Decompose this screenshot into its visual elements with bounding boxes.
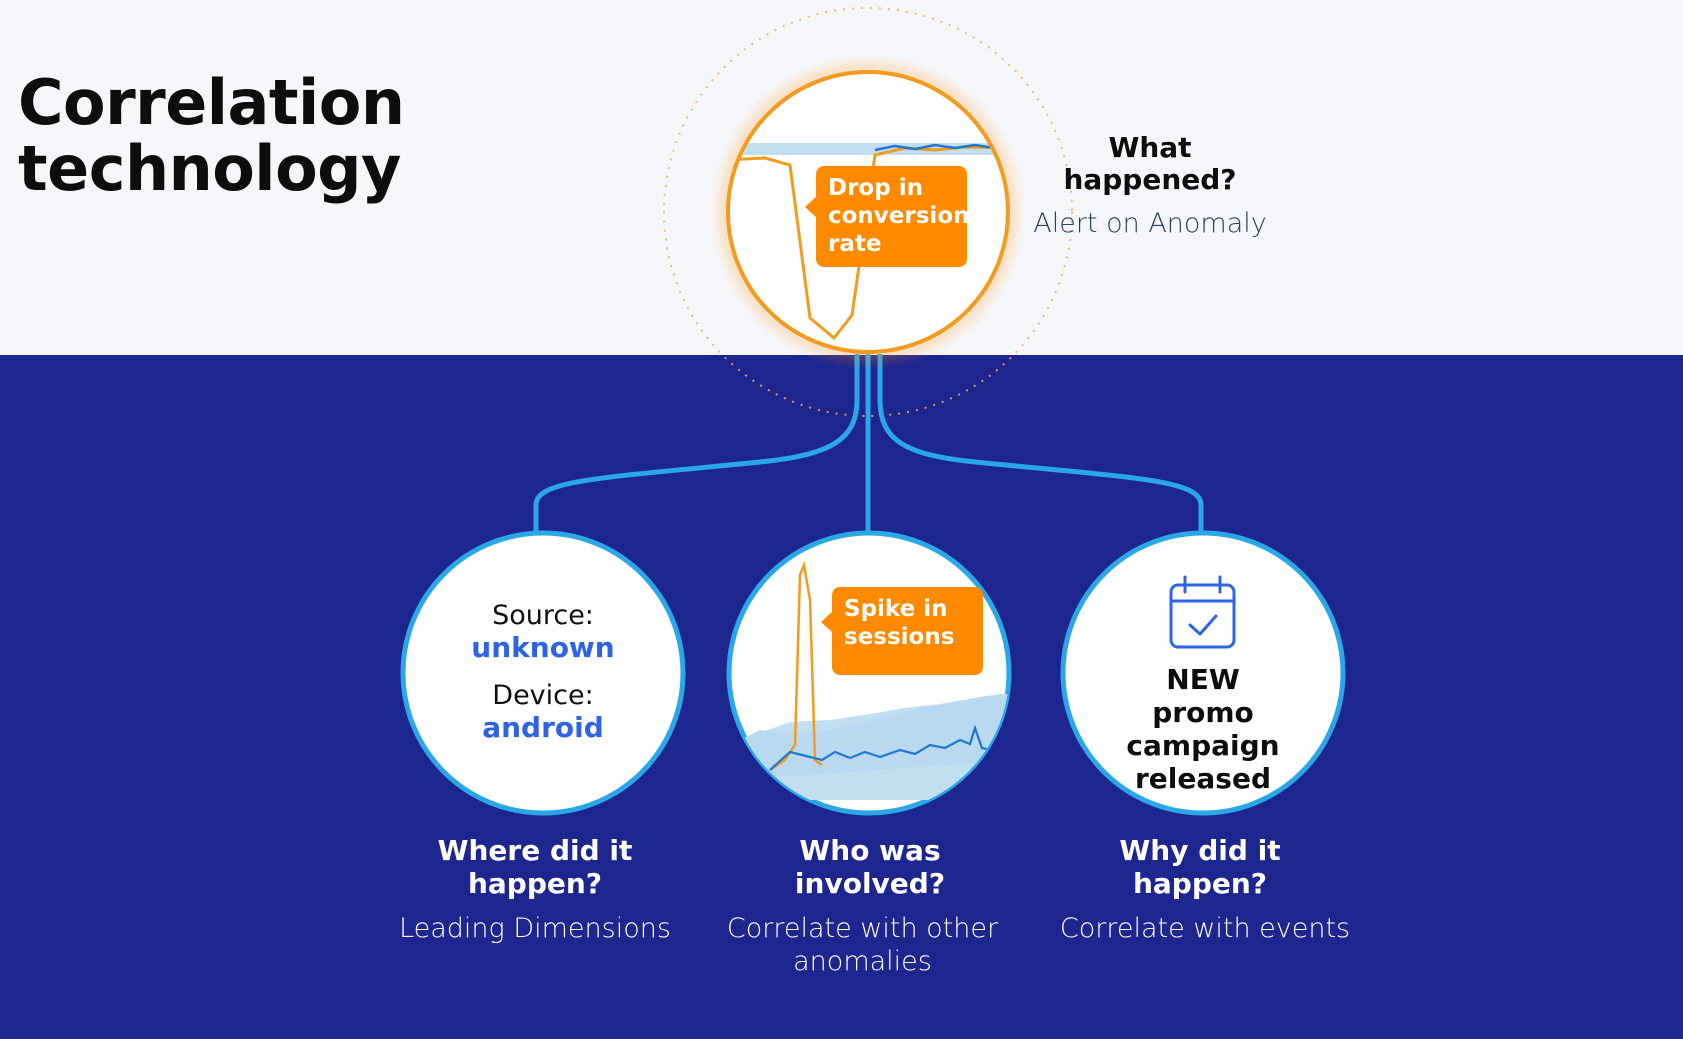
events-circle xyxy=(1060,530,1346,816)
where-subtitle: Leading Dimensions xyxy=(399,913,671,944)
dimensions-list: Source: unknown Device: android xyxy=(403,600,683,744)
drop-callout: Drop in conversion rate xyxy=(805,166,970,267)
where-question: Where did it happen? xyxy=(437,834,633,900)
why-question: Why did it happen? xyxy=(1119,834,1281,900)
what-happened-subtitle: Alert on Anomaly xyxy=(1033,208,1267,239)
who-question: Who was involved? xyxy=(794,834,946,900)
drop-callout-text: Drop in conversion rate xyxy=(828,175,970,257)
why-subtitle: Correlate with events xyxy=(1059,913,1351,944)
dotted-ring xyxy=(663,7,1073,417)
conversion-chart xyxy=(730,143,1006,341)
dimension-value: android xyxy=(482,711,604,744)
dimension-label: Device: xyxy=(492,680,594,711)
dimension-label: Source: xyxy=(492,600,594,631)
calendar-check-icon xyxy=(1169,575,1236,649)
what-happened-question: What happened? xyxy=(1063,131,1237,196)
event-text: NEW promo campaign released xyxy=(1126,663,1280,795)
spike-callout-text: Spike in sessions xyxy=(844,596,955,650)
dimension-value: unknown xyxy=(471,631,615,664)
dimensions-circle xyxy=(400,530,686,816)
sessions-chart xyxy=(740,560,1009,800)
spike-callout: Spike in sessions xyxy=(821,587,983,675)
who-subtitle: Correlate with other anomalies xyxy=(726,913,999,977)
page-title: Correlation technology xyxy=(18,66,405,205)
